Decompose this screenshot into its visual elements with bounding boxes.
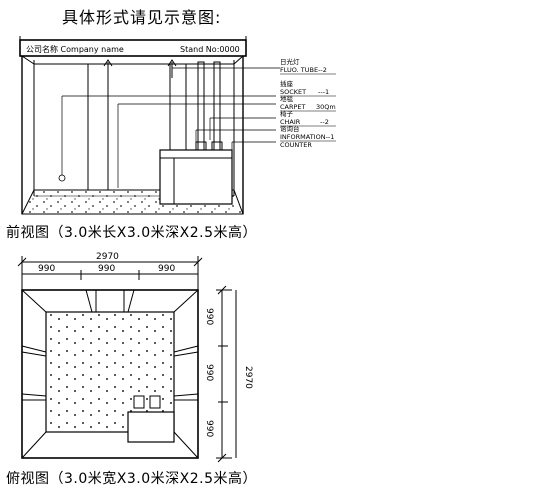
page-title: 具体形式请见示意图: (62, 8, 222, 27)
dim-width-seg-2: 990 (98, 264, 115, 274)
dim-width-seg-3: 990 (158, 264, 175, 274)
fascia-stand-no: Stand No:0000 (180, 45, 240, 54)
legend-chair-qty: --2 (320, 118, 329, 126)
legend-socket-cn: 插座 (280, 79, 294, 88)
legend-socket-en: SOCKET (280, 88, 306, 96)
top-view-caption: 俯视图（3.0米宽X3.0米深X2.5米高） (6, 471, 257, 487)
top-view (17, 256, 237, 463)
legend-info-cn: 谘询台 (280, 124, 300, 133)
legend-info-en: INFORMATION--1 (280, 133, 334, 141)
top-counter (127, 411, 175, 443)
front-legend: 日光灯 FLUO. TUBE--2 插座 SOCKET ---1 地毯 CARP… (280, 57, 336, 149)
front-view (19, 36, 280, 215)
legend-counter-en: COUNTER (280, 141, 312, 149)
legend-light-en: FLUO. TUBE--2 (280, 66, 327, 74)
dim-depth-seg-3: 990 (204, 420, 214, 437)
legend-carpet-qty: 30Qm (316, 103, 336, 111)
legend-socket-qty: ---1 (318, 88, 329, 96)
info-counter (159, 149, 233, 205)
fascia-board (19, 39, 247, 57)
legend-chair-en: CHAIR (280, 118, 301, 126)
legend-carpet-en: CARPET (280, 103, 306, 111)
legend-carpet-cn: 地毯 (280, 94, 294, 103)
dim-depth-seg-1: 990 (204, 308, 214, 325)
legend-light-cn: 日光灯 (280, 57, 300, 66)
dim-total-width: 2970 (96, 252, 119, 262)
dim-total-depth: 2970 (243, 366, 253, 389)
fascia-company-name: 公司名称 Company name (26, 44, 124, 54)
dim-width-seg-1: 990 (38, 264, 55, 274)
legend-chair-cn: 椅子 (280, 109, 294, 118)
dim-depth-seg-2: 990 (204, 364, 214, 381)
front-view-caption: 前视图（3.0米长X3.0米深X2.5米高） (6, 225, 257, 241)
top-outer-frame (21, 289, 199, 459)
